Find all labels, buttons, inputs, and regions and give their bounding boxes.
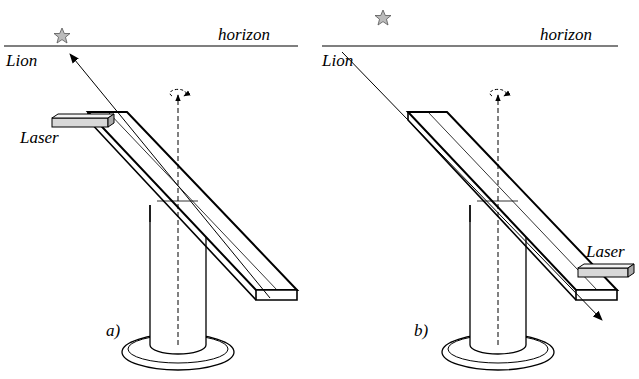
panel-b <box>322 10 634 370</box>
laser-label: Laser <box>20 129 59 146</box>
laser <box>52 114 114 127</box>
panel-a <box>4 28 298 370</box>
star <box>375 10 391 25</box>
telescope-mount <box>408 89 617 370</box>
telescope-mount <box>88 89 297 370</box>
laser-beam <box>342 52 602 320</box>
laser-label: Laser <box>586 243 625 260</box>
panel-label: a) <box>106 322 120 339</box>
horizon-label: horizon <box>540 26 592 43</box>
star-name: Lion <box>6 52 37 69</box>
panel-label: b) <box>414 322 428 339</box>
horizon-line <box>322 45 618 46</box>
horizon-line <box>4 45 298 46</box>
laser-beam <box>70 54 270 298</box>
laser <box>578 264 634 277</box>
horizon-label: horizon <box>218 26 270 43</box>
star <box>54 28 70 43</box>
star-name: Lion <box>322 52 353 69</box>
